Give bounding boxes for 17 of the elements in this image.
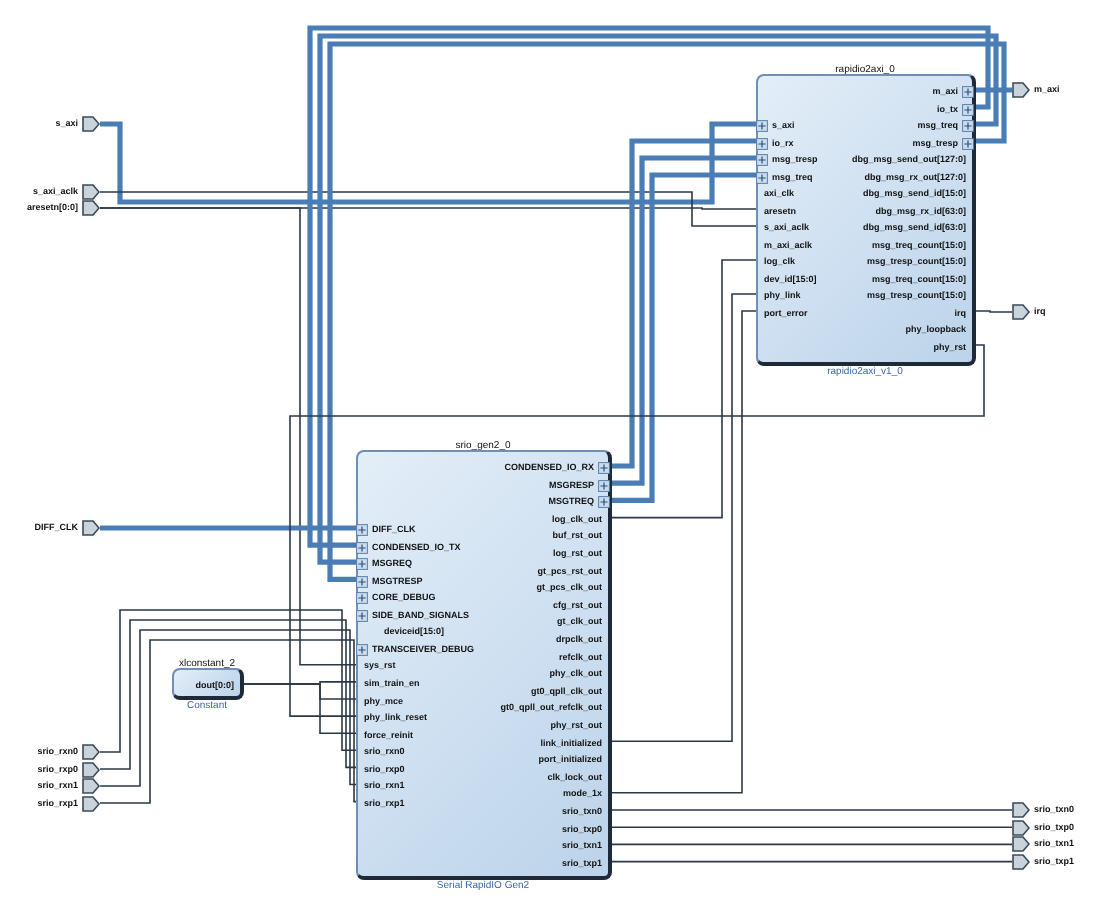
wire-line — [975, 310, 1013, 313]
wire-line — [99, 191, 757, 227]
wire-line — [611, 860, 1013, 863]
wire-line — [99, 629, 357, 787]
wire-line — [99, 609, 357, 753]
wire-line — [289, 344, 985, 717]
wire-line — [99, 207, 357, 666]
bus-line — [100, 121, 756, 205]
bus-line — [976, 87, 1012, 93]
wire-line — [611, 826, 1013, 828]
wire-line — [243, 683, 357, 734]
wire-line — [99, 619, 357, 770]
wire-line — [611, 259, 757, 519]
bus-line — [100, 525, 356, 531]
wire-line — [611, 843, 1013, 846]
wire-line — [99, 639, 357, 804]
wire-line — [611, 809, 1013, 811]
